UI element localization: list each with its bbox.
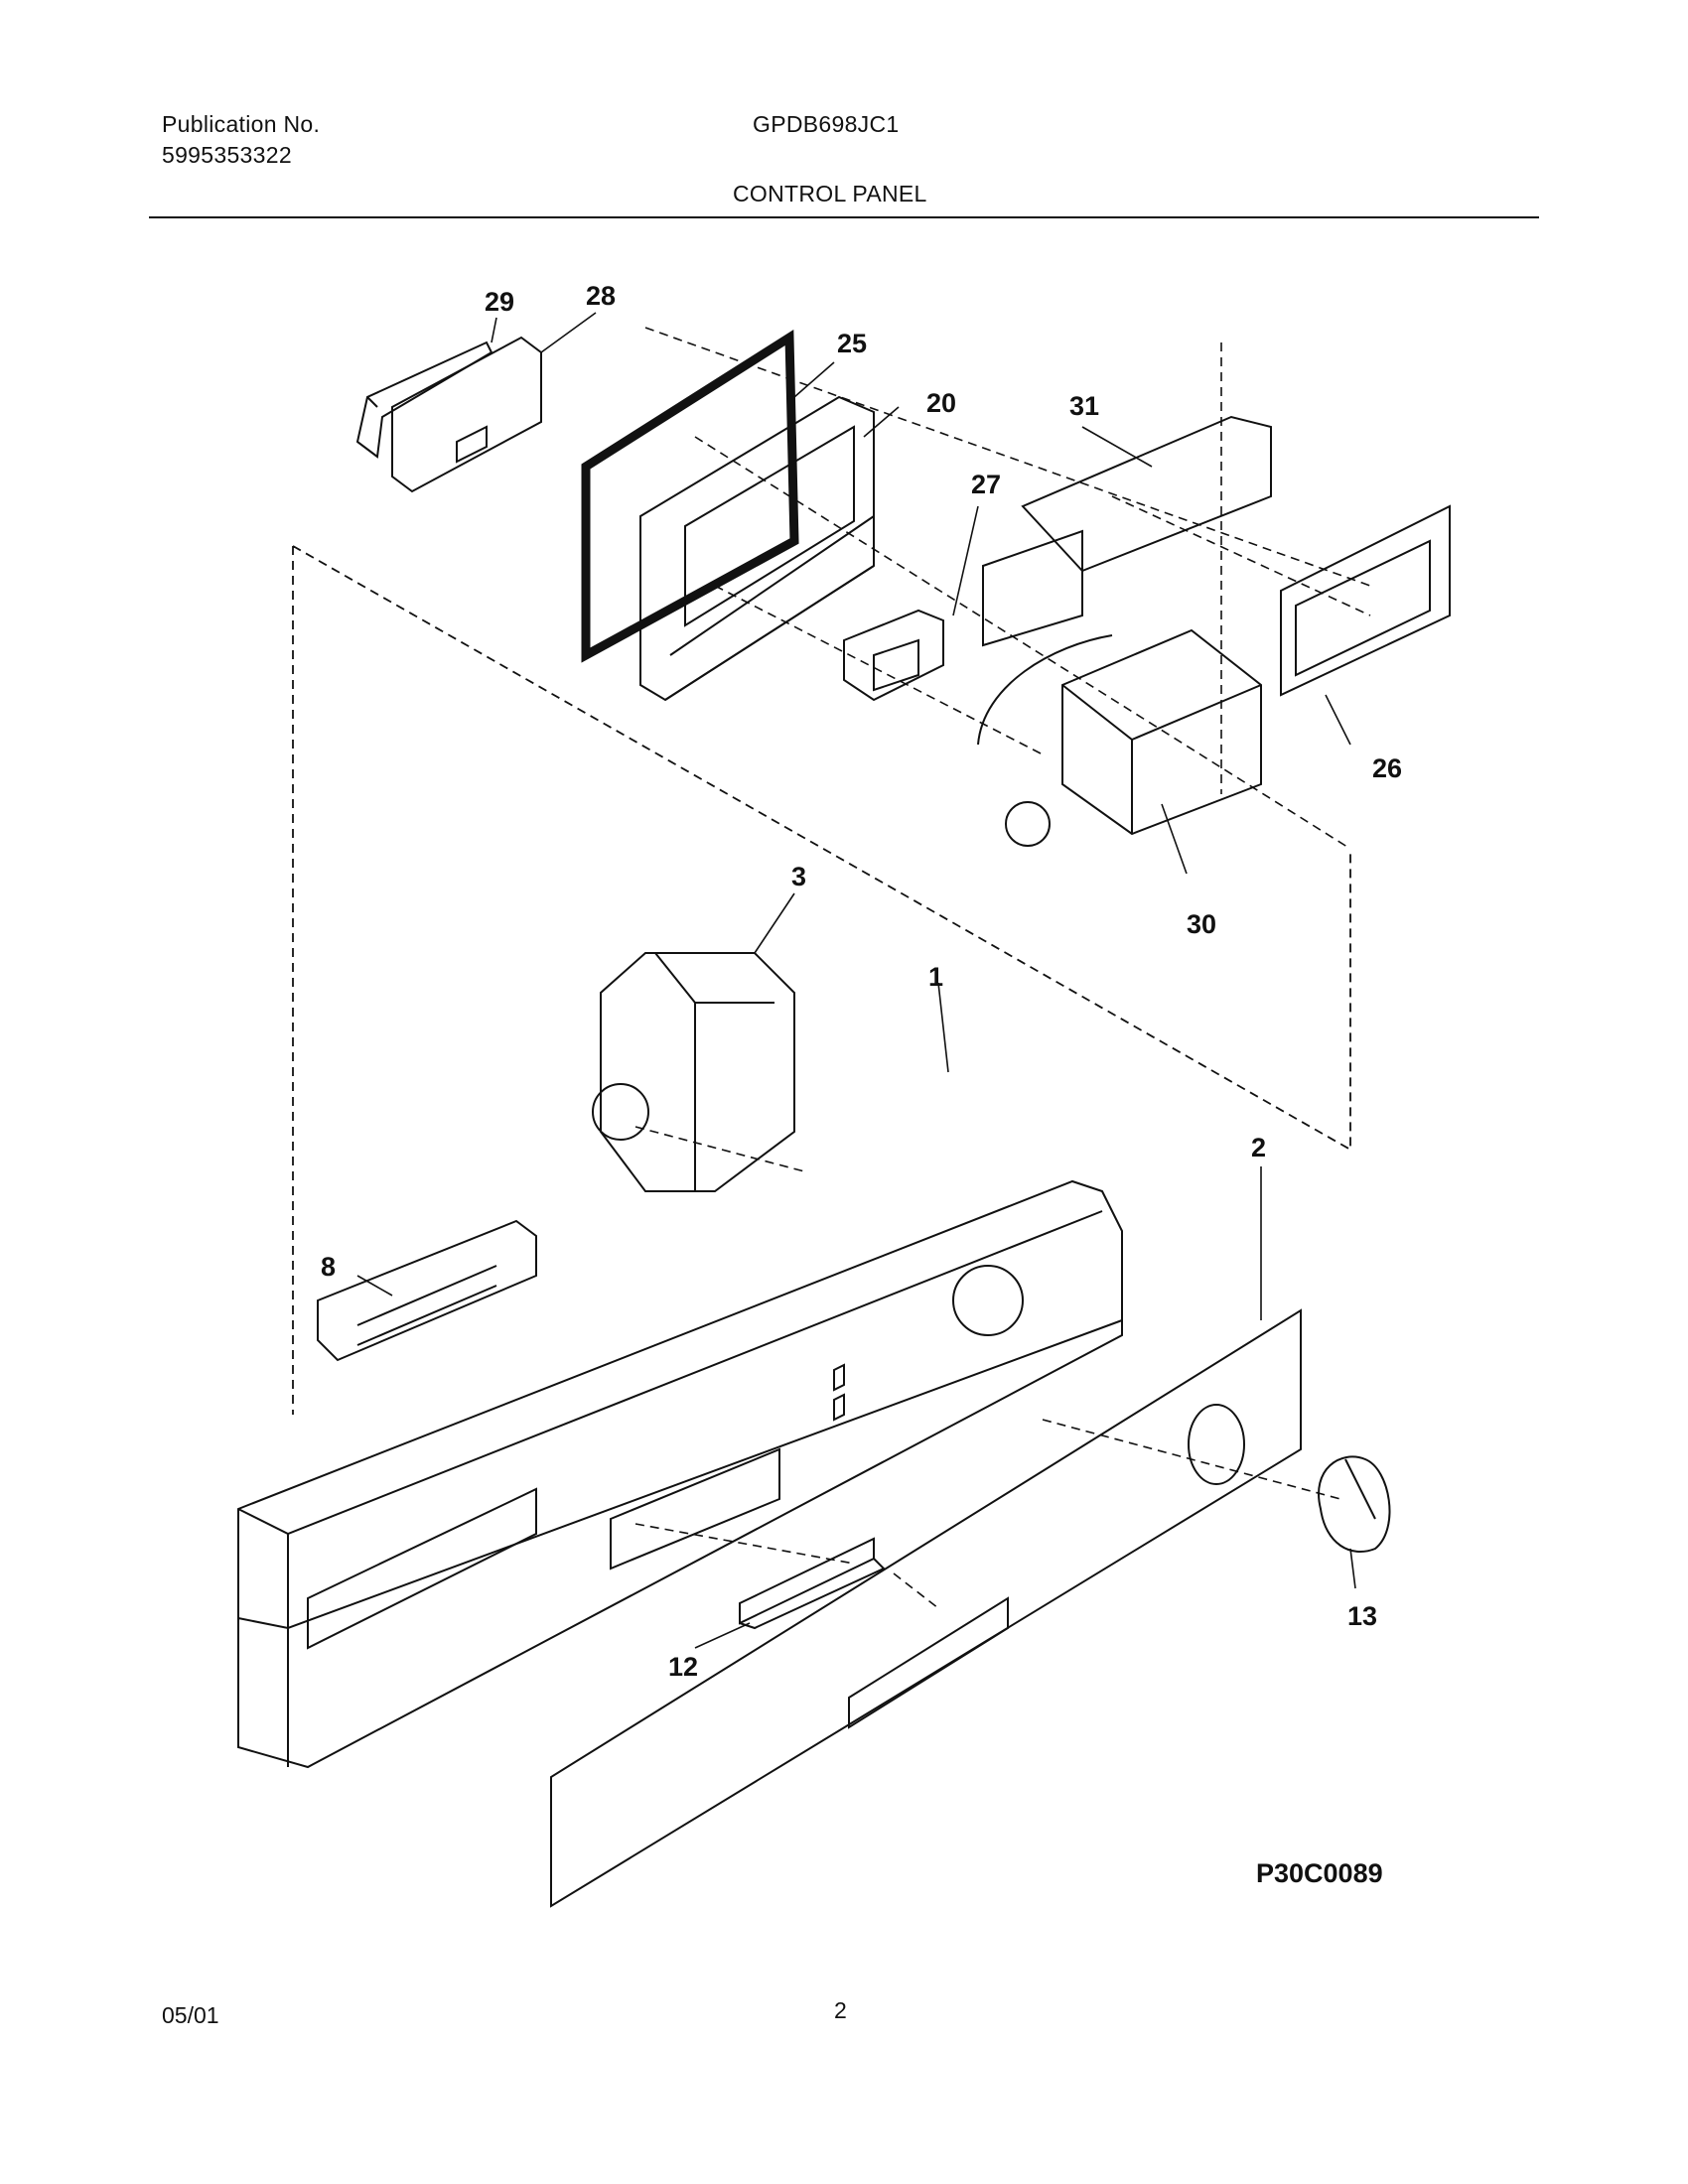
page-number: 2	[834, 1997, 847, 2023]
diagram-code: P30C0089	[1256, 1858, 1383, 1888]
part-29-cover	[355, 341, 493, 459]
callout-26: 26	[1372, 753, 1402, 783]
publication-date: 05/01	[162, 2002, 219, 2028]
part-8-connector	[317, 1219, 537, 1362]
callout-27: 27	[971, 470, 1001, 499]
callout-30: 30	[1187, 909, 1216, 939]
assembly-outline	[292, 545, 1351, 1415]
callout-20: 20	[926, 388, 956, 418]
callout-25: 25	[837, 329, 867, 358]
callout-29: 29	[485, 287, 514, 317]
part-28-housing	[391, 336, 542, 493]
part-27-switch	[843, 609, 944, 702]
part-13-knob	[1318, 1455, 1391, 1554]
publication-number: 5995353322	[162, 142, 292, 168]
header-rule	[149, 216, 1539, 218]
model-number: GPDB698JC1	[753, 111, 900, 137]
callout-8: 8	[321, 1252, 336, 1282]
callout-28: 28	[586, 281, 616, 311]
part-20-frame	[639, 395, 875, 702]
section-title: CONTROL PANEL	[733, 181, 927, 206]
part-3-timer	[592, 952, 795, 1192]
callout-2: 2	[1251, 1133, 1266, 1162]
part-1-console	[237, 1179, 1123, 1769]
callout-3: 3	[791, 862, 806, 891]
part-2-overlay	[550, 1308, 1302, 1908]
part-25-gasket	[581, 329, 799, 663]
callout-13: 13	[1347, 1601, 1377, 1631]
part-30-fan	[977, 628, 1262, 847]
callout-1: 1	[928, 962, 943, 992]
callout-12: 12	[668, 1652, 698, 1682]
part-31-vent	[982, 415, 1272, 647]
part-12-buttons	[739, 1537, 886, 1630]
part-26-label	[1280, 504, 1451, 697]
callout-leaders	[356, 312, 1356, 1649]
publication-label: Publication No.	[162, 111, 321, 137]
leader-dashes	[634, 327, 1371, 1609]
callout-31: 31	[1069, 391, 1099, 421]
